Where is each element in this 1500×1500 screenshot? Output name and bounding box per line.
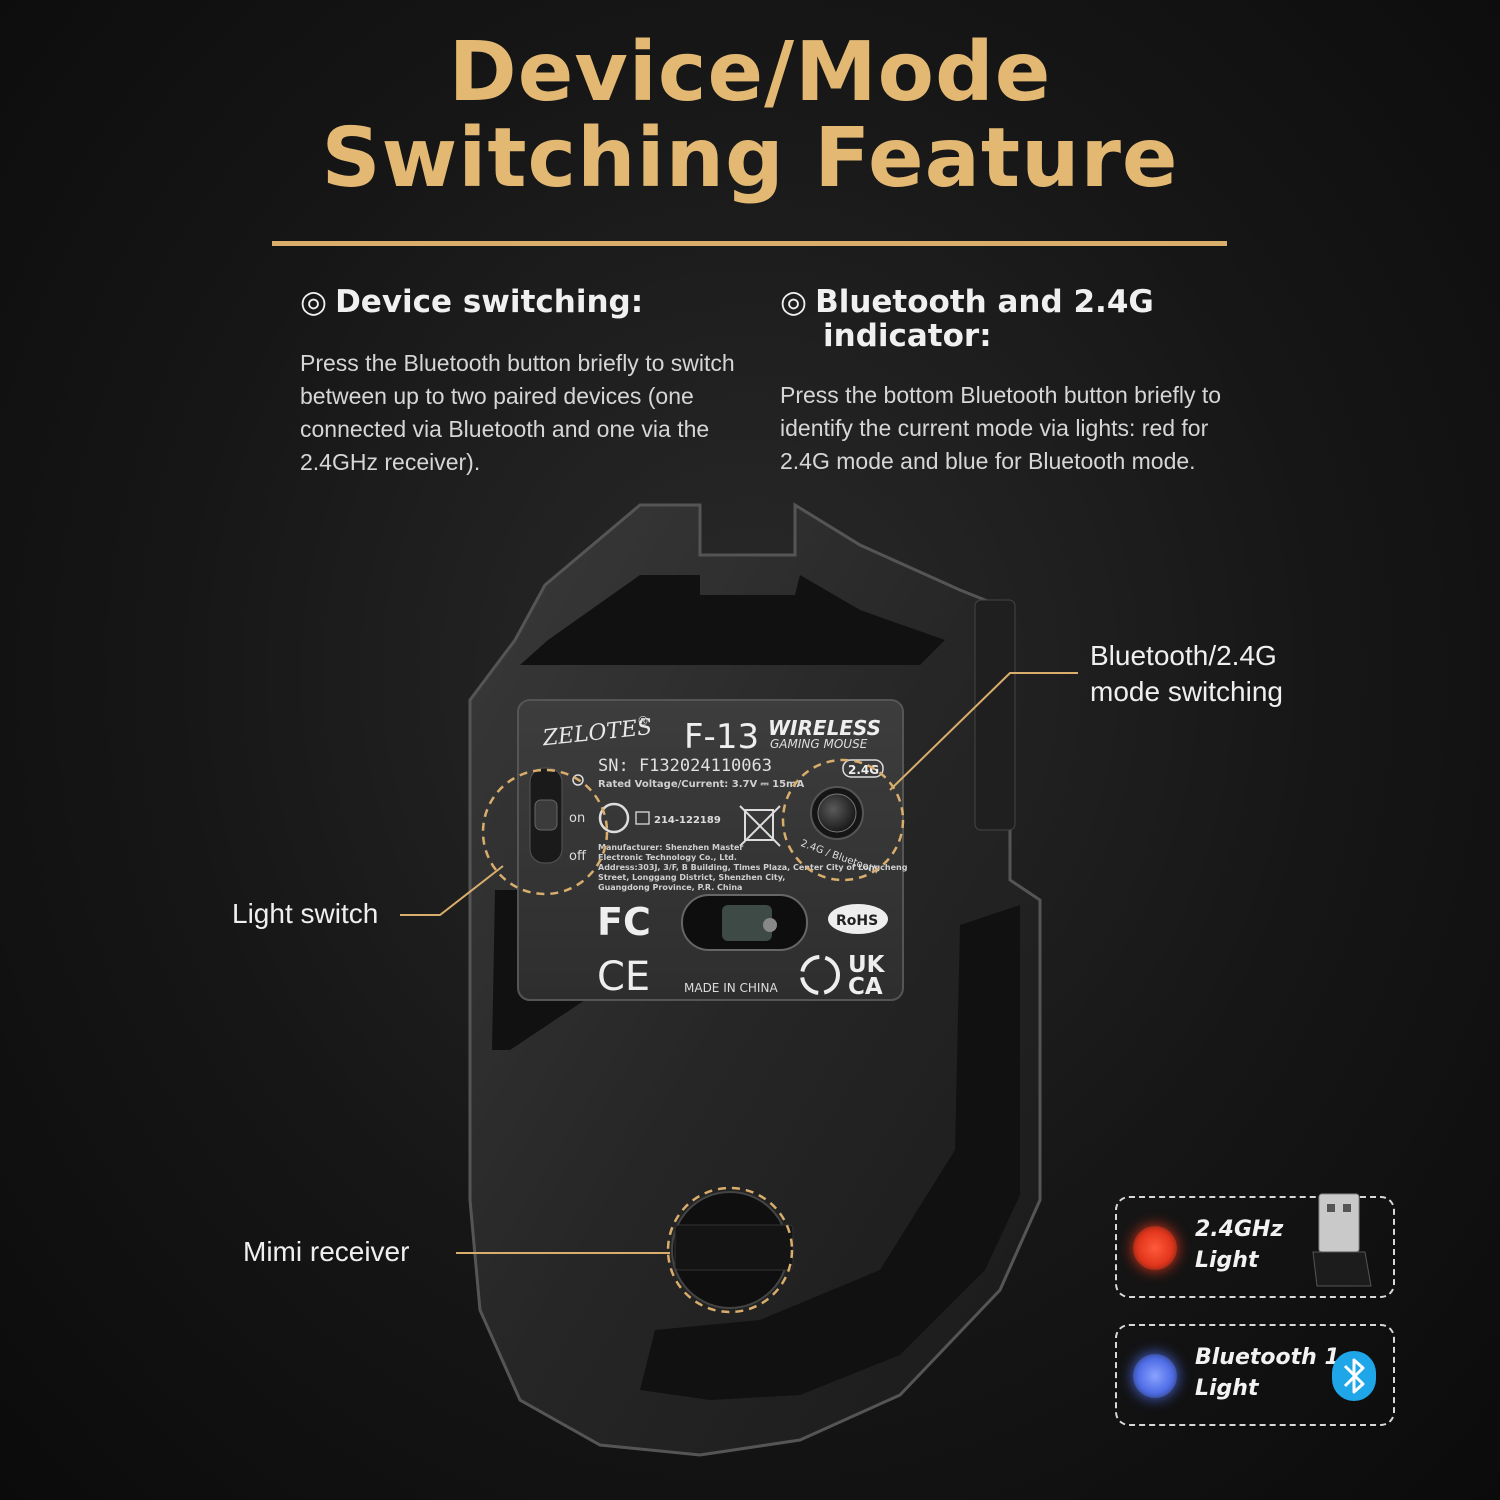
- indicator-line-1: Bluetooth 1: [1195, 1345, 1340, 1370]
- sensor-lens: [722, 905, 772, 941]
- manufacturer-line: Street, Longgang District, Shenzhen City…: [598, 873, 785, 882]
- title-line-1: Device/Mode: [448, 25, 1052, 120]
- model-text: F-13: [684, 717, 759, 757]
- ccc-mark-icon: [598, 802, 630, 834]
- highlight-circle-switch: [481, 768, 609, 896]
- indicator-24ghz: 2.4GHz Light: [1115, 1193, 1395, 1298]
- badge-24-outline: [842, 759, 884, 778]
- usb-receiver-icon: [1312, 1193, 1372, 1287]
- indicator-label: Bluetooth 1 Light: [1195, 1342, 1340, 1404]
- manufacturer-line: Manufacturer: Shenzhen Master: [598, 843, 743, 852]
- rohs-text: RoHS: [836, 913, 878, 929]
- fc-mark: FC: [597, 900, 651, 944]
- feature-heading: ◎Device switching:: [300, 285, 740, 319]
- bullet-icon: ◎: [300, 284, 328, 320]
- light-switch-knob: [534, 799, 558, 831]
- callout-bt-mode: Bluetooth/2.4G mode switching: [1090, 640, 1283, 707]
- blue-light-dot: [1133, 1354, 1177, 1398]
- gaming-mouse-text: GAMING MOUSE: [770, 737, 868, 751]
- indicator-bluetooth: Bluetooth 1 Light: [1115, 1324, 1395, 1426]
- registered-mark: ®: [637, 714, 649, 728]
- callout-receiver: Mimi receiver: [243, 1236, 410, 1267]
- feature-indicator: ◎Bluetooth and 2.4G indicator: Press the…: [780, 285, 1250, 478]
- ukca-mark-1: UK: [848, 952, 886, 978]
- recycle-icon: [800, 955, 840, 995]
- mode-button: [817, 793, 857, 833]
- light-bulb-icon: [572, 774, 584, 786]
- manufacturer-line: Electronic Technology Co., Ltd.: [598, 853, 737, 862]
- mouse-foot-right: [640, 905, 1020, 1400]
- feature-heading-text: Bluetooth and 2.4G: [815, 284, 1154, 320]
- feature-heading-text: Device switching:: [335, 284, 644, 320]
- manufacturer-line: Guangdong Province, P.R. China: [598, 883, 742, 892]
- mouse-side-button: [974, 599, 1016, 831]
- feature-device-switching: ◎Device switching: Press the Bluetooth b…: [300, 285, 740, 479]
- feature-body: Press the bottom Bluetooth button briefl…: [780, 382, 1222, 474]
- feature-heading-line-2: indicator:: [823, 318, 992, 354]
- sensor-dot: [763, 918, 777, 932]
- ukca-mark-2: CA: [848, 974, 883, 1000]
- switch-on-label: on: [569, 811, 585, 826]
- highlight-circle-receiver: [666, 1186, 794, 1314]
- weee-bin-icon: [739, 805, 781, 847]
- page-title: Device/Mode Switching Feature: [0, 30, 1500, 202]
- leader-line-bt: [889, 672, 1078, 791]
- indicator-line-1: 2.4GHz: [1195, 1217, 1284, 1242]
- cert-number: 214-122189: [654, 815, 721, 826]
- serial-number: SN: F132024110063: [598, 756, 772, 776]
- indicator-line-2: Light: [1195, 1376, 1259, 1401]
- mouse-foot-top: [520, 575, 945, 665]
- callout-light-switch: Light switch: [232, 898, 379, 929]
- bluetooth-icon: [1332, 1351, 1376, 1401]
- highlight-circle-button: [781, 758, 905, 882]
- indicator-label: 2.4GHz Light: [1195, 1214, 1283, 1276]
- receiver-tab: [674, 1224, 794, 1271]
- title-line-2: Switching Feature: [321, 111, 1179, 206]
- bullet-icon: ◎: [780, 284, 808, 320]
- ce-mark: CE: [597, 954, 650, 1000]
- title-divider: [272, 241, 1227, 246]
- rohs-badge: [828, 904, 888, 934]
- indicator-line-2: Light: [1195, 1248, 1259, 1273]
- r-mark-icon: [635, 811, 650, 825]
- feature-body: Press the Bluetooth button briefly to sw…: [300, 350, 735, 475]
- made-in-china: MADE IN CHINA: [684, 981, 778, 995]
- red-light-dot: [1133, 1226, 1177, 1270]
- rated-voltage: Rated Voltage/Current: 3.7V ⎓ 15mA: [598, 779, 804, 790]
- leader-line-light: [400, 865, 504, 916]
- wireless-text: WIRELESS: [768, 716, 881, 740]
- feature-heading: ◎Bluetooth and 2.4G: [780, 285, 1250, 319]
- manufacturer-line: Address:303J, 3/F, B Building, Times Pla…: [598, 863, 908, 872]
- switch-off-label: off: [569, 849, 587, 864]
